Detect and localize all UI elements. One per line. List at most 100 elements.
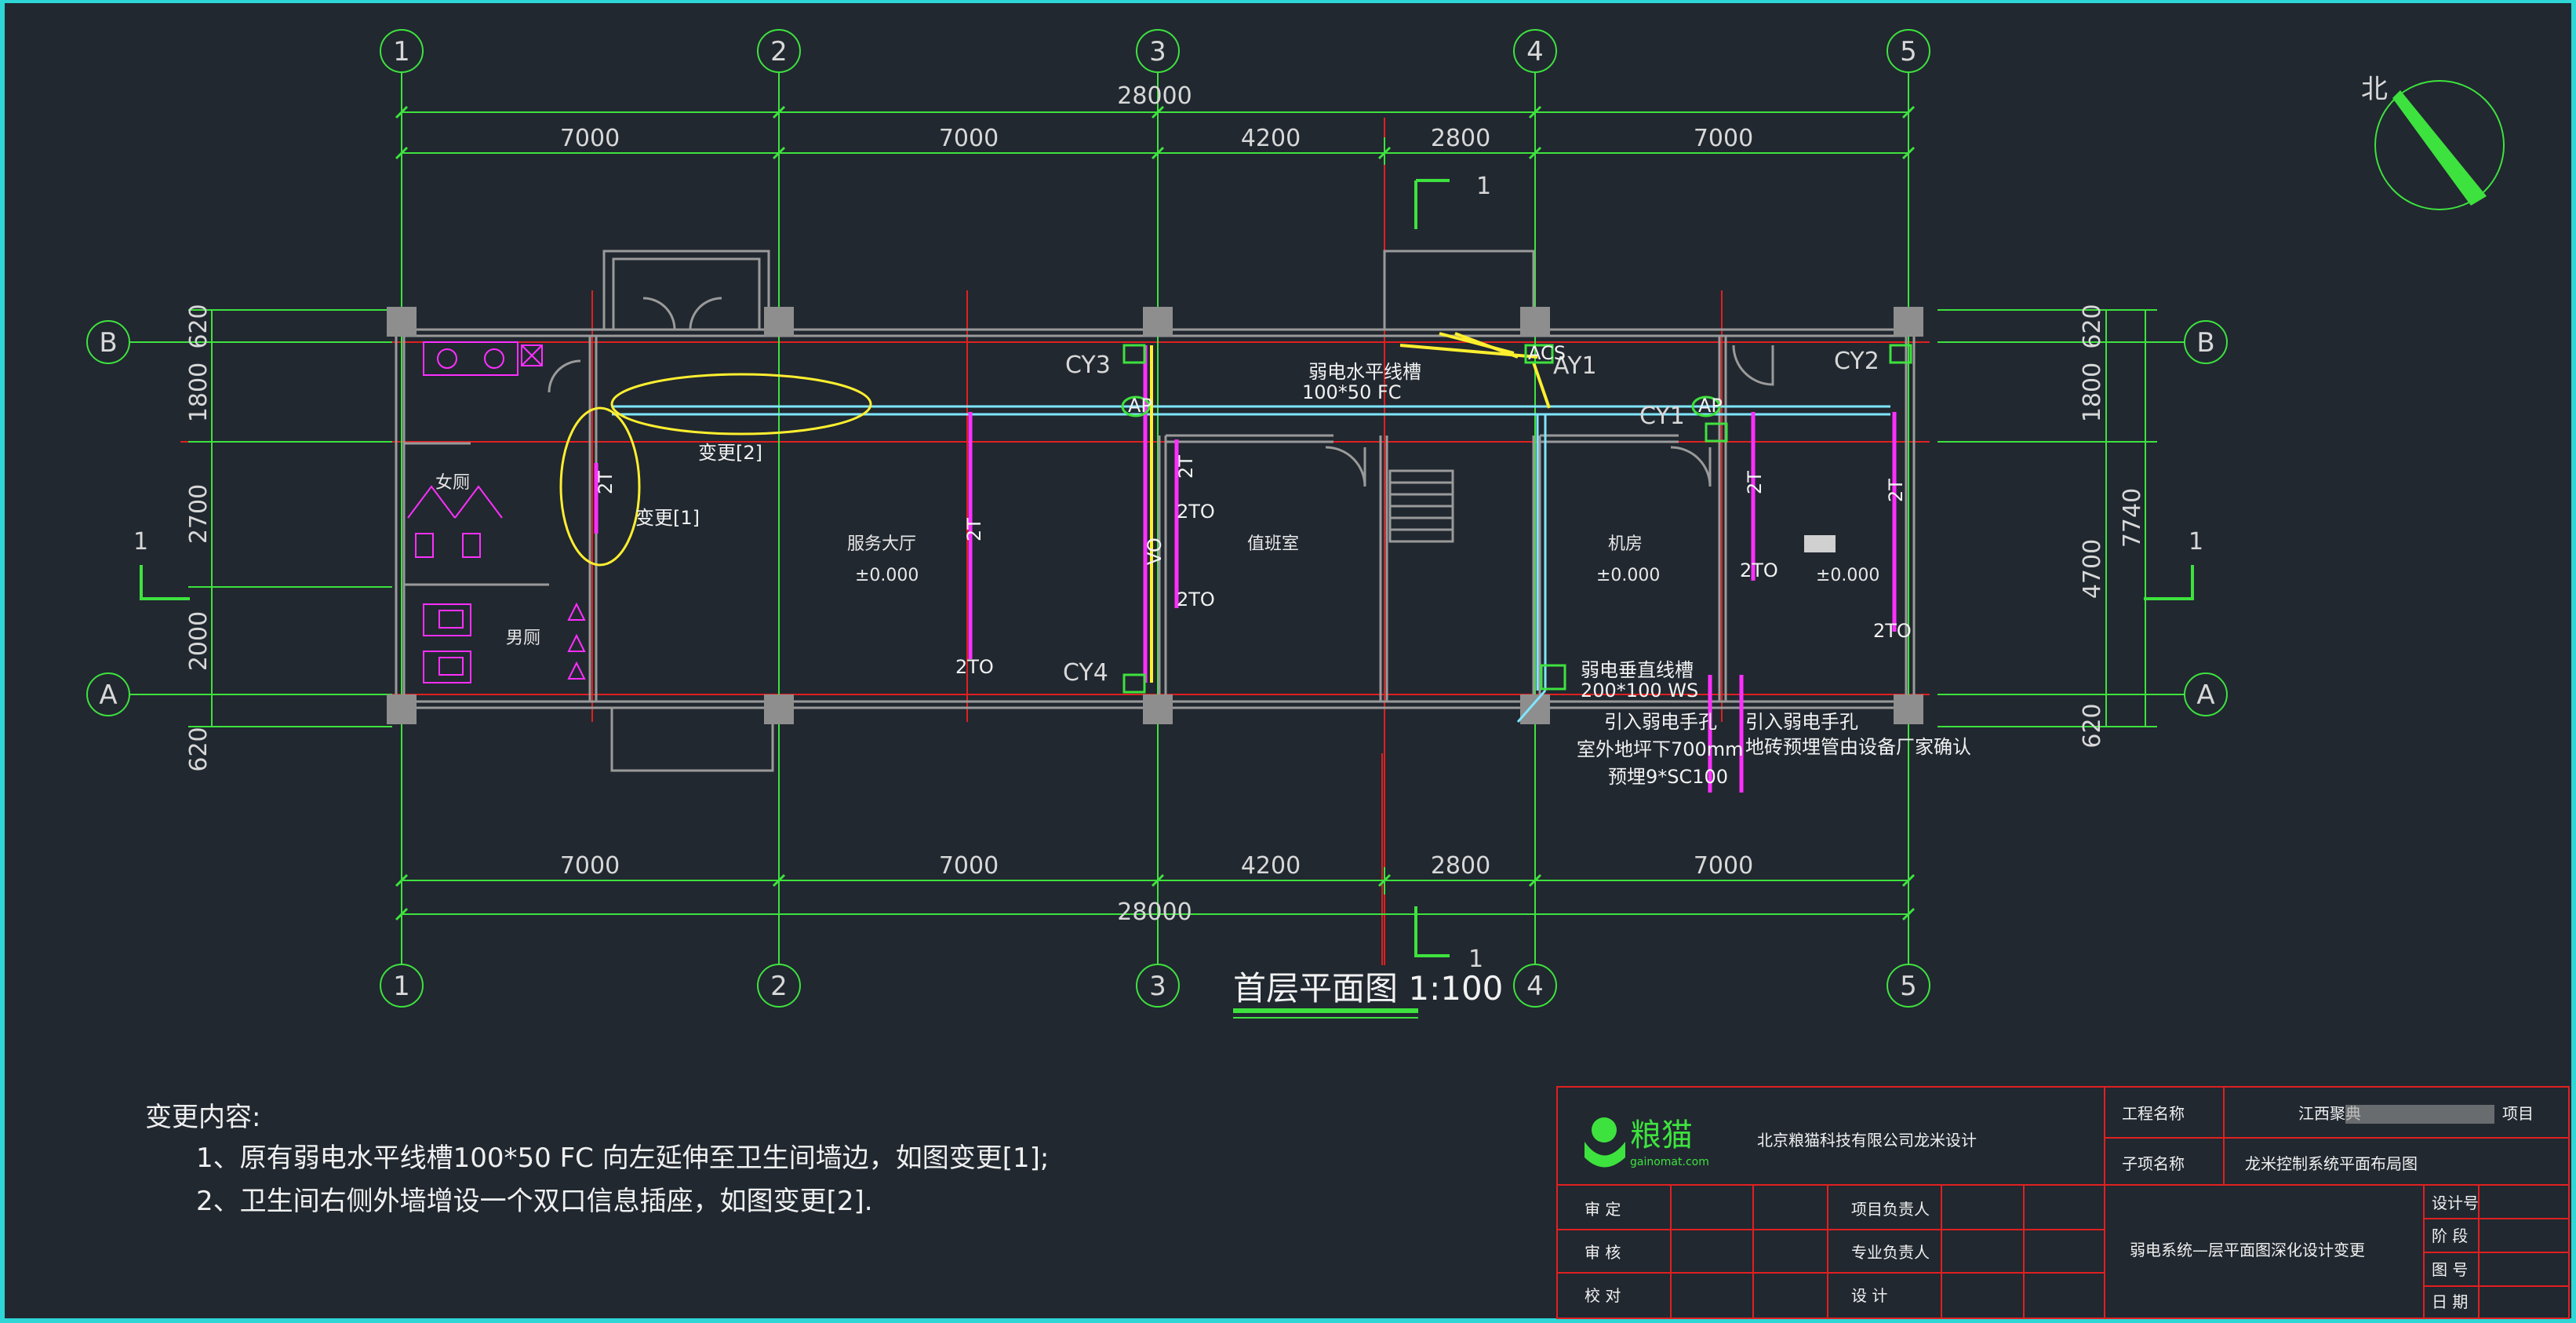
label-tray-horizontal: 弱电水平线槽 [1308,361,1421,383]
label-tray-horizontal-spec: 100*50 FC [1302,381,1402,403]
room-female-toilet: 女厕 [435,473,470,493]
label-entry1-line2: 室外地坪下700mm [1577,738,1744,760]
role-check: 校 对 [1585,1286,1621,1305]
notes-item-2: 2、卫生间右侧外墙增设一个双口信息插座，如图变更[2]. [196,1186,873,1217]
label-2t-toilet: 2T [595,471,617,494]
room-duty: 值班室 [1247,534,1299,554]
grid-label-1-bottom: 1 [393,971,410,1002]
label-vo: VO [1144,538,1166,565]
grid-label-3-bottom: 3 [1149,971,1166,1002]
grid-label-b-right: B [2196,327,2214,359]
logo-mark [1585,1117,1625,1168]
notes-heading: 变更内容: [145,1102,260,1133]
dim-top-total: 28000 [1117,82,1192,110]
label-cy3: CY3 [1065,352,1111,379]
label-tray-vertical: 弱电垂直线槽 [1581,659,1694,681]
change-tag-1: 变更[1] [635,507,700,529]
dim-bottom-2: 7000 [939,852,999,880]
project-name-redaction [2345,1105,2494,1124]
dim-right-2: 1800 [2079,363,2106,422]
dim-left-2: 1800 [185,363,213,422]
label-entry2-line1: 引入弱电手孔 [1745,711,1858,733]
dim-right-total: 7740 [2119,488,2146,548]
dim-bottom-3: 4200 [1241,852,1301,880]
columns [387,307,1923,724]
role-approve: 审 定 [1585,1200,1621,1219]
role-review: 审 核 [1585,1243,1621,1262]
label-ap-1: AP [1128,395,1152,417]
subproject-label: 子项名称 [2122,1154,2185,1173]
dim-right-1: 620 [2079,304,2106,348]
label-2to-right: 2TO [1873,620,1912,642]
section-label-right: 1 [2189,528,2203,556]
dim-bottom-5: 7000 [1694,852,1753,880]
level-right: ±0.000 [1816,566,1879,585]
meta-design-no: 设计号 [2432,1194,2479,1212]
section-marks [140,179,2194,957]
label-2t-machine: 2T [1744,471,1766,494]
role-designer: 设 计 [1851,1286,1887,1305]
grid-bubbles [86,29,2228,1008]
grid-label-b-left: B [99,327,117,359]
meta-drawing-no: 图 号 [2432,1260,2468,1279]
grid-label-4-top: 4 [1526,36,1544,67]
label-2to-duty-2: 2TO [1177,589,1215,610]
label-cy4: CY4 [1063,659,1108,687]
grid-label-2-bottom: 2 [770,971,788,1002]
label-tray-vertical-spec: 200*100 WS [1581,680,1698,702]
dim-bottom-total: 28000 [1117,898,1192,926]
meta-stage: 阶 段 [2432,1226,2468,1245]
label-entry1-line1: 引入弱电手孔 [1604,711,1717,733]
label-2t-hall: 2T [963,518,985,541]
dim-top-2: 7000 [939,125,999,152]
dimension-lines [129,73,2185,964]
dim-bottom-4: 2800 [1431,852,1490,880]
label-2t-duty: 2T [1175,455,1197,479]
change-tag-2: 变更[2] [698,442,762,464]
subproject-value: 龙米控制系统平面布局图 [2245,1154,2418,1173]
label-ap-2: AP [1698,395,1723,417]
section-label-bottom: 1 [1468,946,1483,973]
label-2to-machine: 2TO [1740,559,1778,581]
label-entry2-line2: 地砖预埋管由设备厂家确认 [1745,736,1971,758]
grid-label-a-left: A [99,680,117,711]
dim-bottom-1: 7000 [560,852,620,880]
meta-date: 日 期 [2432,1292,2468,1311]
grid-label-3-top: 3 [1149,36,1166,67]
label-2t-right: 2T [1885,479,1907,502]
label-2to-duty-1: 2TO [1177,501,1215,523]
dim-right-3: 4700 [2079,539,2106,599]
dim-left-5: 620 [185,727,213,771]
north-label: 北 [2361,74,2388,105]
logo-text: 粮猫 [1630,1117,1693,1154]
project-name-suffix: 项目 [2502,1104,2534,1123]
title-block-grid [1556,1086,2570,1319]
project-name-label: 工程名称 [2122,1104,2185,1123]
dim-top-1: 7000 [560,125,620,152]
north-arrow [2374,80,2505,210]
dim-top-4: 2800 [1431,125,1490,152]
grid-label-4-bottom: 4 [1526,971,1544,1002]
dim-right-4: 620 [2079,703,2106,748]
dim-top-5: 7000 [1694,125,1753,152]
grid-label-1-top: 1 [393,36,410,67]
label-entry1-line3: 预埋9*SC100 [1608,766,1728,788]
level-machine: ±0.000 [1596,566,1660,585]
dimension-ticks [395,105,1916,921]
label-cy2: CY2 [1834,348,1879,375]
section-label-left: 1 [133,528,148,556]
dim-top-3: 4200 [1241,125,1301,152]
redacted-mark [1804,535,1836,552]
drawing-description: 弱电系统—层平面图深化设计变更 [2130,1241,2365,1259]
role-project-lead: 项目负责人 [1851,1200,1930,1219]
dim-left-1: 620 [185,304,213,348]
drawing-title: 首层平面图 1:100 [1233,969,1503,1008]
logo-subtext: gainomat.com [1630,1156,1709,1168]
level-hall: ±0.000 [855,566,919,585]
title-underline [1233,1008,1418,1019]
room-service-hall: 服务大厅 [847,534,916,554]
magenta-conduits [594,345,1897,793]
